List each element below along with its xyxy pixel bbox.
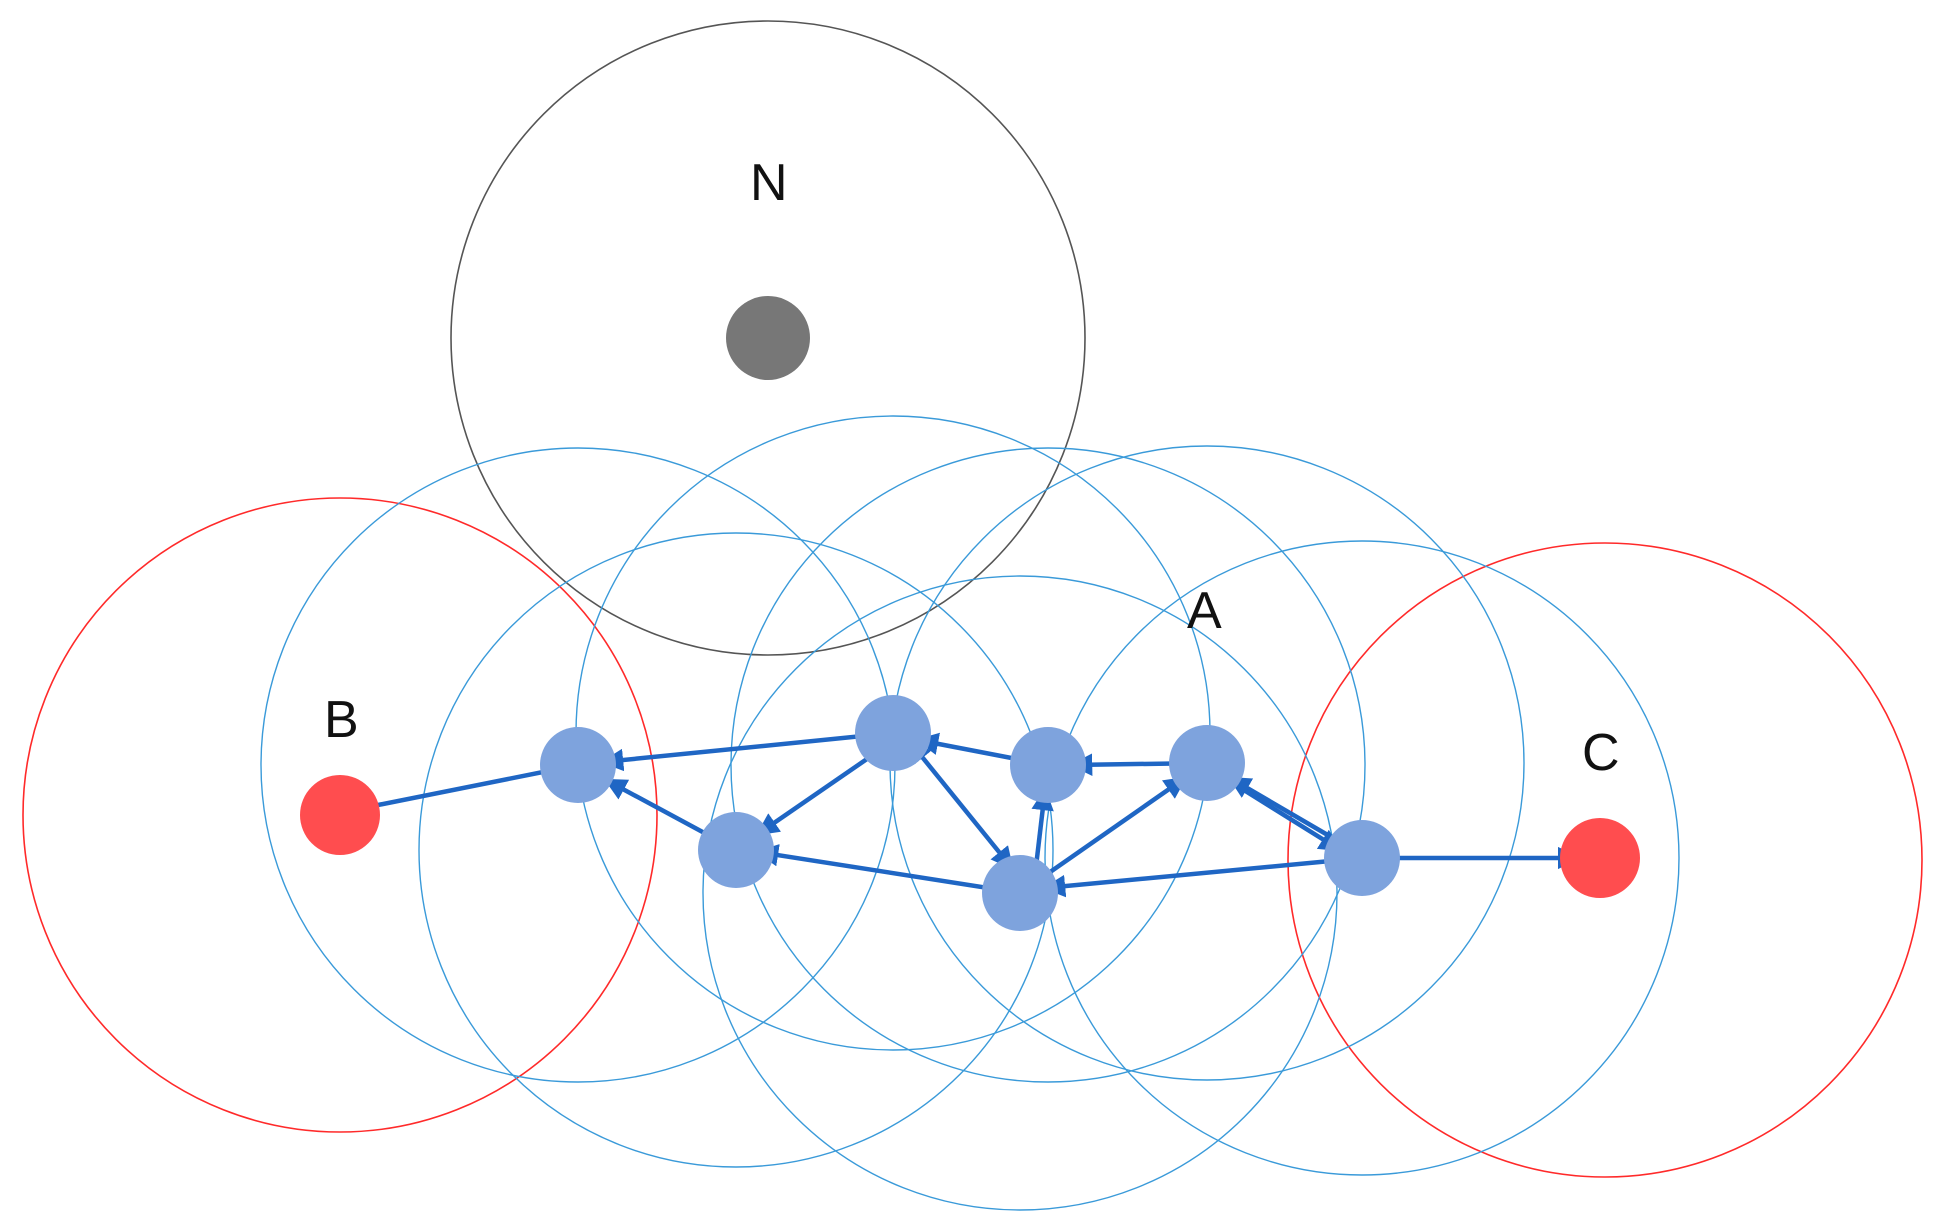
label-c: C xyxy=(1582,724,1620,782)
link-arrow xyxy=(1042,855,1363,898)
link-arrow xyxy=(340,762,579,820)
noise-node xyxy=(726,296,810,380)
relay-range-circle xyxy=(730,447,1366,1083)
link-arrow xyxy=(600,730,894,772)
relay-node xyxy=(1169,725,1245,801)
relay-node xyxy=(540,727,616,803)
relay-range-circle xyxy=(702,575,1338,1211)
label-n: N xyxy=(750,154,788,212)
link-arrow xyxy=(908,740,1014,870)
relay-range-circle xyxy=(1044,540,1680,1176)
relay-node xyxy=(1324,820,1400,896)
endpoint-b-range-circle xyxy=(22,497,658,1133)
relay-range-circle xyxy=(418,532,1054,1168)
link-arrow xyxy=(755,844,1021,896)
endpoint-c-range-circle xyxy=(1287,542,1923,1178)
nodes xyxy=(300,296,1640,931)
relay-node xyxy=(855,695,931,771)
labels: N A B C xyxy=(324,154,1620,782)
endpoint-node-c xyxy=(1560,818,1640,898)
relay-node xyxy=(1010,727,1086,803)
noise-range-circle xyxy=(450,20,1086,656)
endpoint-node-b xyxy=(300,775,380,855)
coverage-ranges xyxy=(22,20,1923,1211)
relay-node xyxy=(982,855,1058,931)
label-b: B xyxy=(324,691,359,749)
relay-node xyxy=(698,812,774,888)
link-arrow xyxy=(756,748,882,836)
label-a: A xyxy=(1187,582,1222,640)
